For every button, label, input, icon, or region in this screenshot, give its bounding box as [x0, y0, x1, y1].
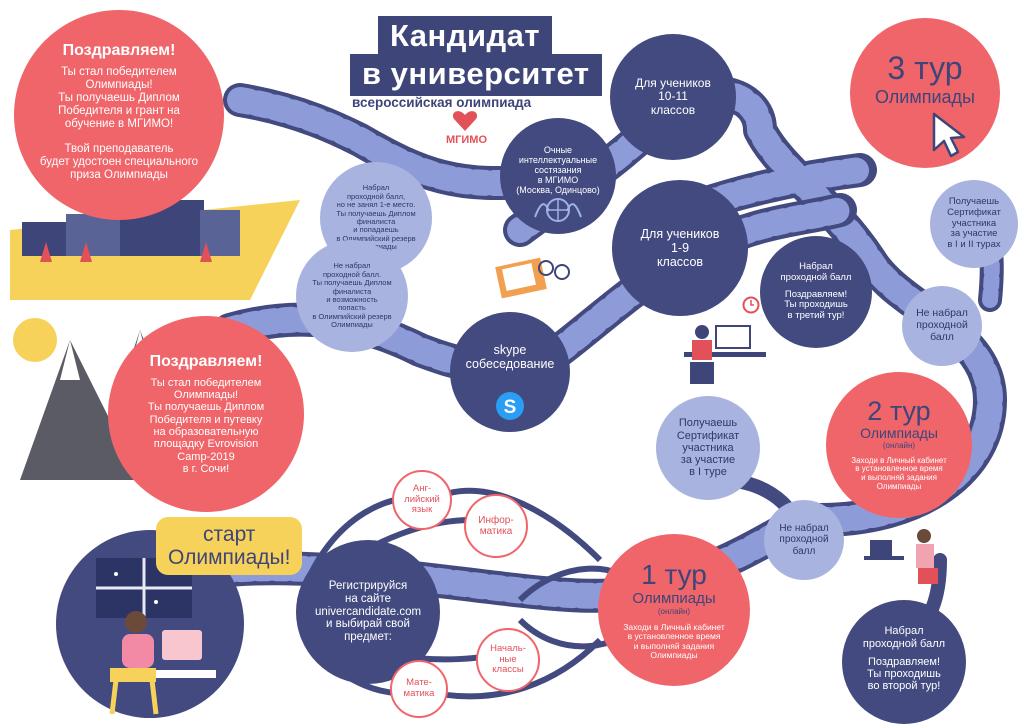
title-line-2: в университет [350, 54, 602, 96]
skype-text: skype собеседование [465, 343, 555, 371]
clock-icon [742, 296, 760, 319]
cert-2-text: Получаешь Сертификат участника за участи… [947, 196, 1001, 250]
round-2-text: Заходи в Личный кабинет в установленное … [851, 455, 947, 492]
heart-logo-icon [452, 110, 478, 137]
subject-primary[interactable]: Началь- ные классы [476, 628, 540, 692]
winner-sochi-text: Ты стал победителем Олимпиады! Ты получа… [147, 376, 265, 475]
mgimo-campus-illustration [10, 190, 300, 300]
title-line-1: Кандидат [378, 16, 553, 58]
node-notpassed-2: Не набрал проходной балл [902, 286, 982, 366]
round-1-text: Заходи в Личный кабинет в установленное … [623, 621, 725, 661]
node-round-2: 2 тур Олимпиады (онлайн) Заходи в Личный… [826, 372, 972, 518]
notpassed-2-text: Не набрал проходной балл [916, 307, 968, 343]
cert-1-text: Получаешь Сертификат участника за участи… [676, 417, 740, 479]
subject-english[interactable]: Анг- лийский язык [392, 470, 452, 530]
node-winner-mgimo: Поздравляем! Ты стал победителем Олимпиа… [14, 10, 224, 220]
node-notpassed-1: Не набрал проходной балл [764, 500, 844, 580]
subject-primary-label: Началь- ные классы [490, 643, 526, 676]
node-notpassed-reserve: Не набрал проходной балл. Ты получаешь Д… [296, 240, 408, 352]
grade-10-11-text: Для учеников 10-11 классов [635, 75, 711, 117]
round-2-subtitle: Олимпиады [860, 424, 938, 441]
node-grade-1-9: Для учеников 1-9 классов [612, 180, 748, 316]
round-1-note: (онлайн) [657, 606, 691, 616]
start-label: старт Олимпиады! [156, 517, 303, 576]
subject-math[interactable]: Мате- матика [390, 660, 448, 718]
register-text: Регистрируйся на сайте univercandidate.c… [314, 579, 422, 644]
globe-icon [533, 197, 583, 228]
subject-informatics[interactable]: Инфор- матика [464, 494, 528, 558]
round-3-title: 3 тур [887, 50, 963, 86]
round-1-subtitle: Олимпиады [632, 589, 716, 607]
inperson-text: Очные интеллектуальные состязания в МГИМ… [516, 144, 600, 196]
passed-2-text: Поздравляем! Ты проходишь в третий тур! [784, 288, 848, 321]
passed-2-head: Набрал проходной балл [780, 261, 852, 284]
node-round-3: 3 тур Олимпиады [850, 18, 1000, 168]
notpassed-1-text: Не набрал проходной балл [779, 523, 829, 557]
student-laptop-icon [862, 526, 952, 593]
papers-glasses-icon [492, 252, 572, 307]
subtitle: всероссийская олимпиада [352, 95, 532, 110]
notpassed-reserve-text: Не набрал проходной балл. Ты получаешь Д… [312, 261, 392, 330]
winner-mgimo-head: Поздравляем! [62, 42, 176, 60]
round-2-note: (онлайн) [882, 440, 916, 450]
node-passed-1: Набрал проходной балл Поздравляем! Ты пр… [842, 600, 966, 724]
student-desk-icon [680, 322, 770, 397]
node-round-1: 1 тур Олимпиады (онлайн) Заходи в Личный… [598, 534, 750, 686]
subject-math-label: Мате- матика [403, 677, 435, 699]
skype-icon: S [494, 390, 526, 427]
svg-text:S: S [504, 397, 517, 418]
node-grade-10-11: Для учеников 10-11 классов [610, 34, 736, 160]
winner-mgimo-text: Ты стал победителем Олимпиады! Ты получа… [39, 66, 199, 182]
node-cert-2: Получаешь Сертификат участника за участи… [930, 180, 1018, 268]
winner-sochi-head: Поздравляем! [149, 352, 263, 370]
subject-english-label: Анг- лийский язык [404, 483, 440, 516]
grade-1-9-text: Для учеников 1-9 классов [640, 227, 720, 269]
round-1-title: 1 тур [641, 559, 707, 591]
round-2-title: 2 тур [867, 395, 931, 426]
node-cert-1: Получаешь Сертификат участника за участи… [656, 396, 760, 500]
passed-1-text: Поздравляем! Ты проходишь во второй тур! [867, 655, 941, 693]
node-winner-sochi: Поздравляем! Ты стал победителем Олимпиа… [108, 316, 304, 512]
round-3-subtitle: Олимпиады [875, 86, 975, 107]
node-passed-2: Набрал проходной балл Поздравляем! Ты пр… [760, 236, 872, 348]
passed-1-head: Набрал проходной балл [862, 625, 946, 650]
org-name: МГИМО [446, 134, 488, 146]
subject-informatics-label: Инфор- матика [478, 514, 514, 537]
cursor-icon [930, 110, 970, 165]
